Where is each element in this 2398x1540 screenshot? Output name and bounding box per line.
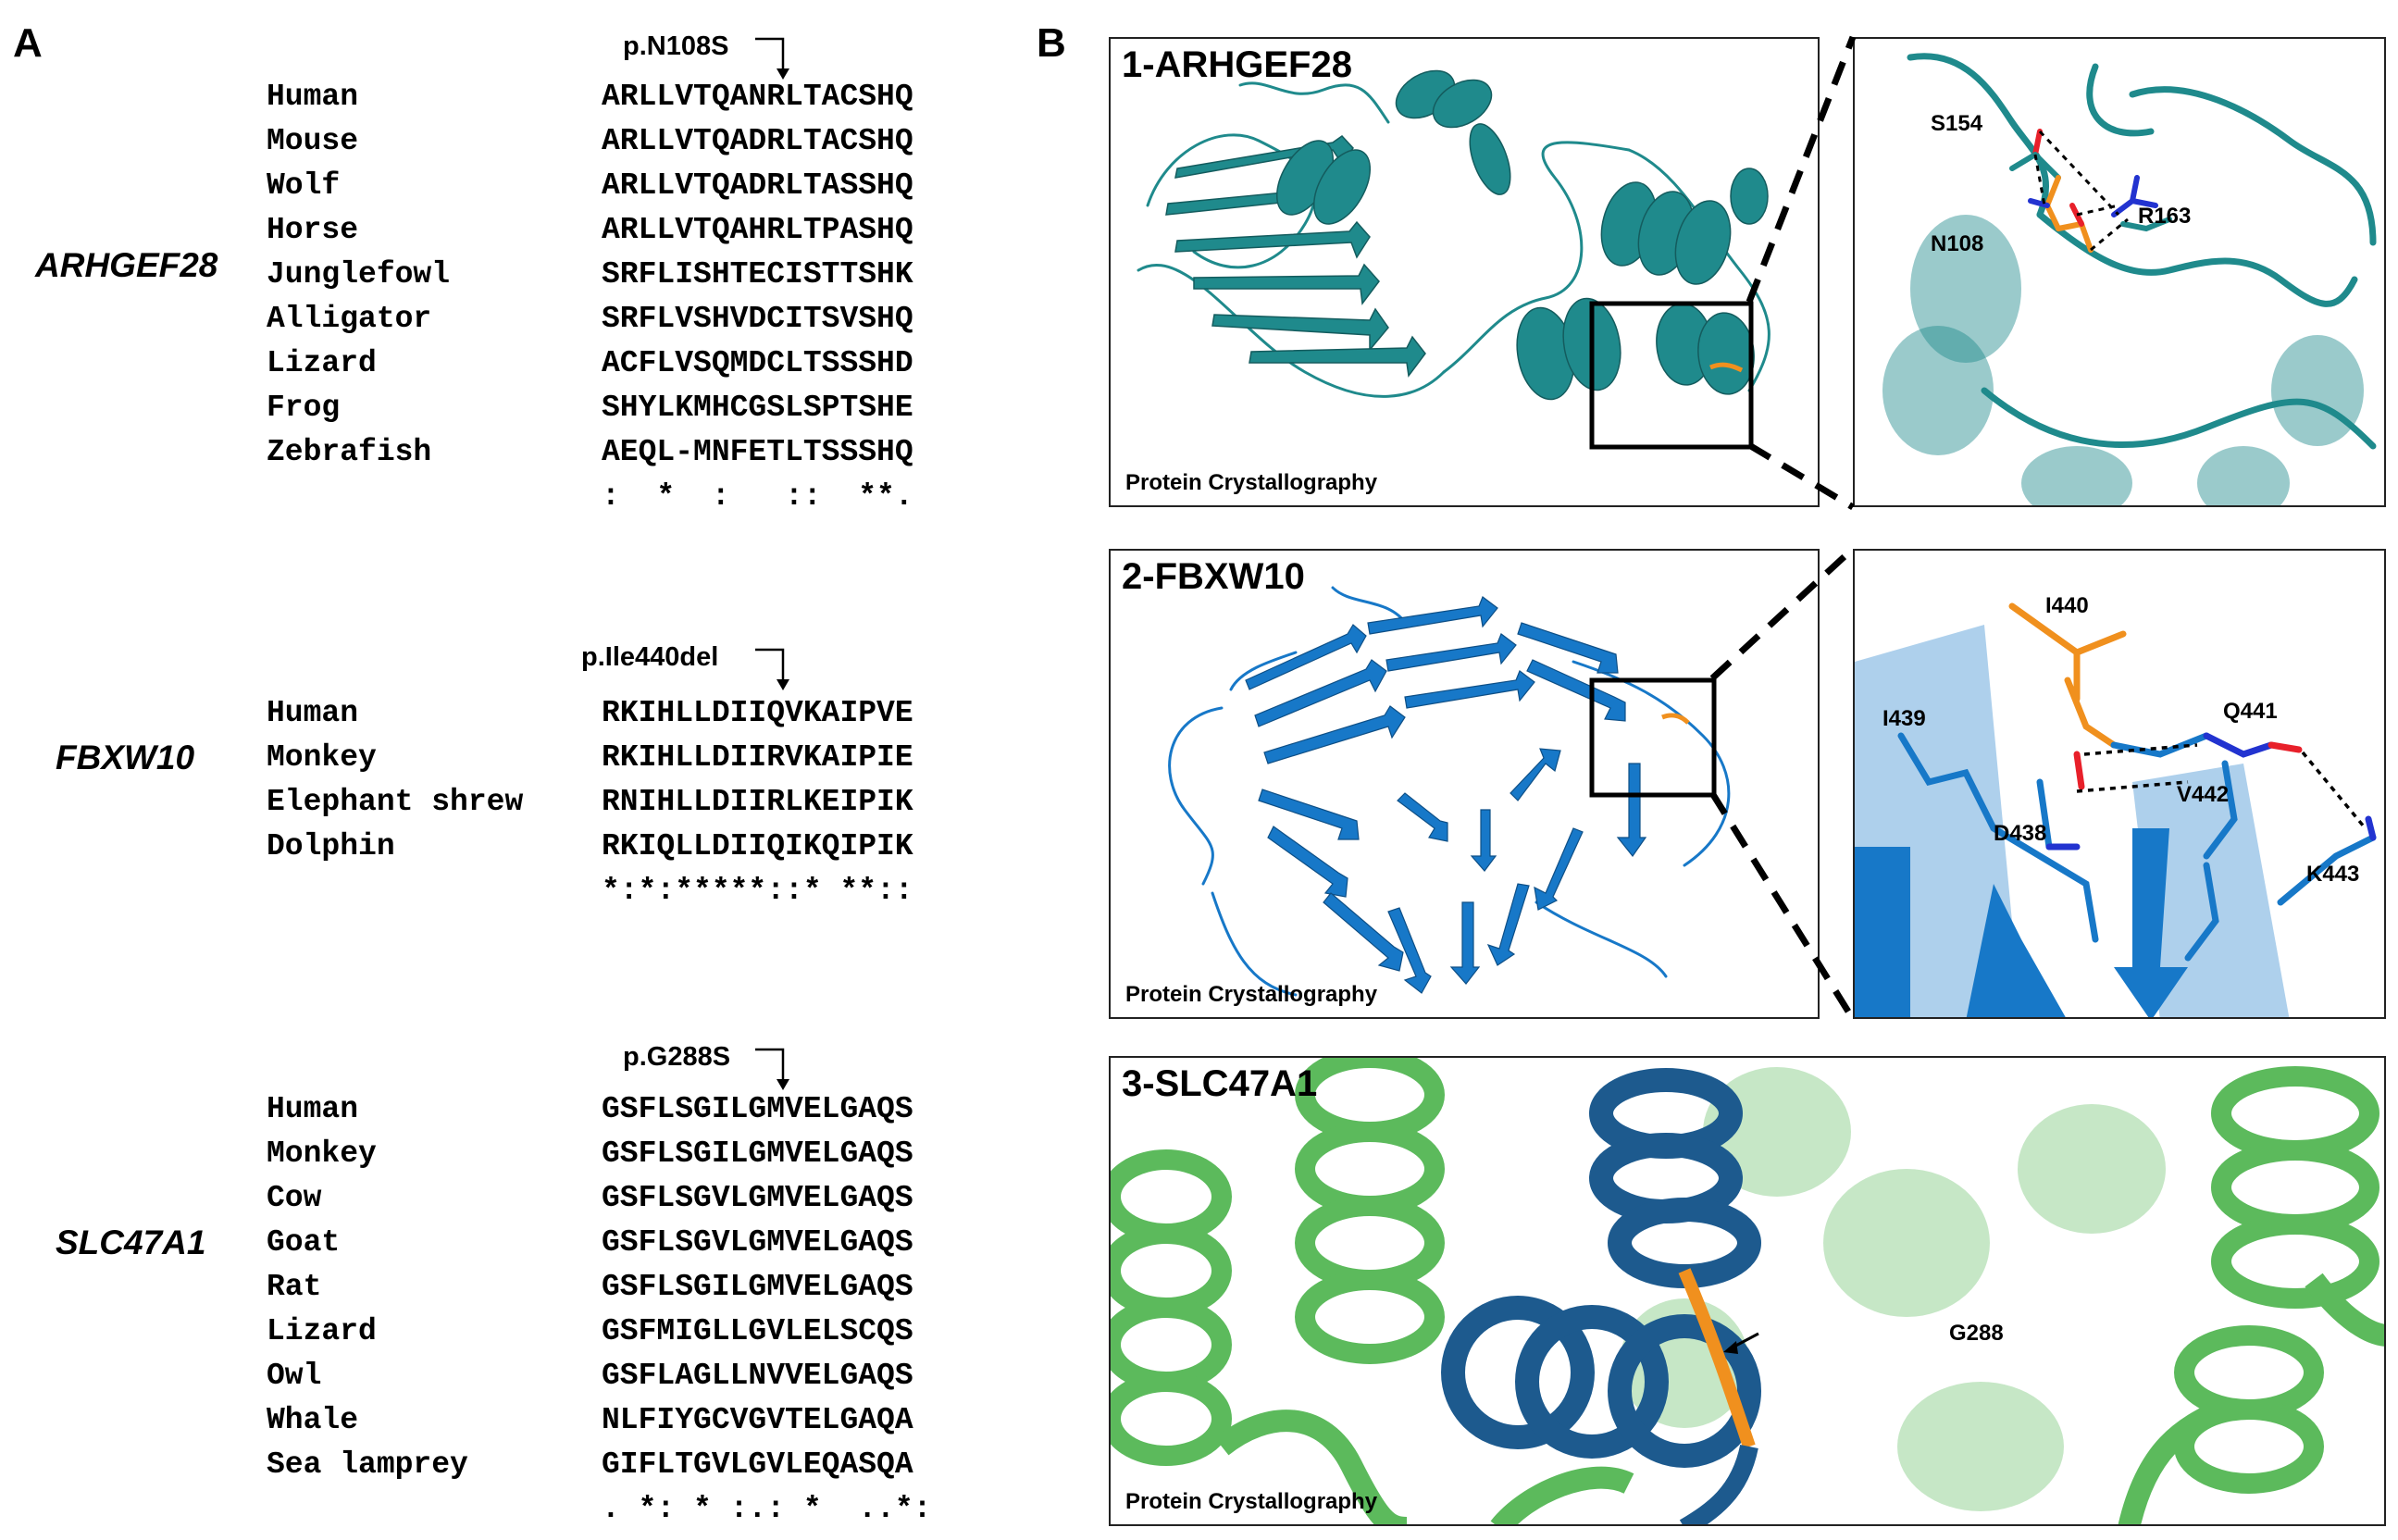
residue-label: I440 [2045,593,2089,618]
sequence: NLFIYGCVGVTELGAQA [602,1403,913,1437]
sequence: ACFLVSQMDCLTSSSHD [602,346,913,380]
sequence: GSFLAGLLNVVELGAQS [602,1359,913,1393]
species-name: Monkey [267,1136,377,1171]
protein-cartoon-fbxw10 [1168,586,1731,997]
species-name: Human [267,696,359,730]
residue-label: Q441 [2223,699,2278,724]
sequence: SHYLKMHCGSLSPTSHE [602,391,913,425]
residue-label: K443 [2306,862,2360,887]
species-name: Junglefowl [267,257,451,292]
residue-label: D438 [1994,821,2047,846]
zoom-cartoon-arhgef28 [1882,53,2377,505]
mutation-label: p.Ile440del [581,642,719,672]
method-label: Protein Crystallography [1125,1489,1378,1514]
sequence: SRFLISHTECISTTSHK [602,257,913,292]
structure-title: 1-ARHGEF28 [1122,44,1352,85]
structure-overview-fbxw10: 2-FBXW10 Protein Crystallography [1109,549,1820,1019]
method-label: Protein Crystallography [1125,982,1378,1007]
gene-label: FBXW10 [56,739,195,776]
structure-overview-arhgef28: 1-ARHGEF28 Protein Crystallography [1109,37,1820,507]
sequence: SRFLVSHVDCITSVSHQ [602,302,913,336]
sequence: GSFLSGILGMVELGAQS [602,1092,913,1126]
sequence: ARLLVTQADRLTACSHQ [602,124,913,158]
species-name: Wolf [267,168,341,203]
gene-label: ARHGEF28 [35,246,218,284]
zoom-cartoon-fbxw10 [1855,602,2377,1017]
sequence: RKIHLLDIIQVKAIPVE [602,696,913,730]
species-name: Whale [267,1403,359,1437]
sequence: RKIQLLDIIQIKQIPIK [602,829,913,863]
mutation-label: p.G288S [623,1042,731,1072]
species-name: Horse [267,213,359,247]
sequence: ARLLVTQAHRLTPASHQ [602,213,913,247]
conservation-symbols: *:*:*****::* **:: [602,874,913,908]
mutation-arrow-icon [755,37,789,80]
structure-title: 2-FBXW10 [1122,556,1305,597]
sequence: ARLLVTQADRLTASSHQ [602,168,913,203]
structure-zoom-arhgef28: S154 N108 R163 [1853,37,2386,507]
panel-b-letter: B [1037,20,1066,66]
species-name: Rat [267,1270,322,1304]
sequence: GSFMIGLLGVLELSCQS [602,1314,913,1348]
residue-label: N108 [1931,231,1984,256]
sequence: AEQL-MNFETLTSSSHQ [602,435,913,469]
species-name: Alligator [267,302,432,336]
species-name: Monkey [267,740,377,775]
mutation-arrow-icon [755,1048,789,1090]
protein-cartoon-arhgef28 [1137,69,1771,450]
sequence: GSFLSGILGMVELGAQS [602,1270,913,1304]
species-name: Frog [267,391,341,425]
species-name: Cow [267,1181,322,1215]
sequence: GSFLSGVLGMVELGAQS [602,1225,913,1260]
residue-label: R163 [2138,204,2192,229]
protein-cartoon-slc47a1 [1111,1058,2384,1524]
species-name: Owl [267,1359,322,1393]
species-name: Elephant shrew [267,785,524,819]
structure-zoom-fbxw10: I440 I439 Q441 V442 D438 K443 [1853,549,2386,1019]
sequence: ARLLVTQANRLTACSHQ [602,80,913,114]
species-name: Zebrafish [267,435,432,469]
conservation-symbols: : * : :: **. [602,479,913,514]
structure-title: 3-SLC47A1 [1122,1063,1318,1104]
residue-label: S154 [1931,111,1983,136]
panel-a-letter: A [13,20,43,66]
sequence: RNIHLLDIIRLKEIPIK [602,785,913,819]
mutation-label: p.N108S [623,31,729,61]
species-name: Human [267,1092,359,1126]
conservation-symbols: . *: * :.: * ..*: [602,1492,932,1526]
residue-label: G288 [1949,1321,2004,1346]
species-name: Dolphin [267,829,395,863]
residue-label: V442 [2177,782,2230,807]
species-name: Mouse [267,124,359,158]
species-name: Human [267,80,359,114]
species-name: Goat [267,1225,341,1260]
sequence: RKIHLLDIIRVKAIPIE [602,740,913,775]
gene-label: SLC47A1 [56,1223,206,1261]
sequence: GSFLSGVLGMVELGAQS [602,1181,913,1215]
species-name: Lizard [267,346,377,380]
sequence: GSFLSGILGMVELGAQS [602,1136,913,1171]
mutation-arrow-icon [755,648,789,690]
residue-label: I439 [1882,706,1926,731]
species-name: Sea lamprey [267,1447,468,1482]
structure-overview-slc47a1: 3-SLC47A1 G288 Protein Crystallography [1109,1056,2386,1526]
species-name: Lizard [267,1314,377,1348]
method-label: Protein Crystallography [1125,470,1378,495]
sequence: GIFLTGVLGVLEQASQA [602,1447,913,1482]
